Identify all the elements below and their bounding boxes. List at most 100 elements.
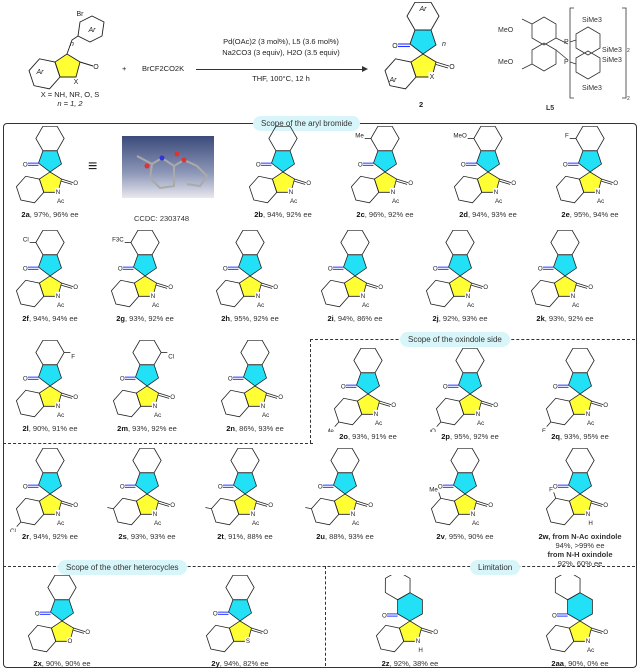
aryl-label: Ar (36, 69, 45, 76)
ketone-oxygen-label: O (553, 484, 558, 491)
compound-id: 2l (22, 424, 29, 433)
compound-id: 2v (436, 532, 445, 541)
ketone-oxygen-label: O (218, 484, 223, 491)
oxindole-ring (578, 171, 602, 193)
benzene-ring (35, 340, 65, 366)
benzene-ring (15, 497, 45, 526)
ligand-meo-bottom: MeO (498, 59, 514, 66)
benzene-ring (28, 58, 61, 90)
heteroatom-label: N (351, 511, 355, 518)
compound-yield-ee: , from N-Ac oxindole (548, 532, 622, 541)
benzene-ring (15, 175, 45, 204)
section-title-oxindole-side: Scope of the oxindole side (400, 332, 510, 347)
heteroatom-label: N (494, 189, 498, 196)
benzene-ring (350, 175, 380, 204)
lactam-oxygen-label: O (85, 629, 90, 636)
heteroatom-label: X (430, 74, 435, 81)
compound-extra-note: 94%, >99% ee (555, 541, 605, 550)
benzene-ring (445, 230, 475, 256)
substituent-label: F (549, 486, 553, 493)
benzene-ring (565, 348, 595, 374)
oxindole-ring (133, 275, 157, 297)
heteroatom-label: N (586, 638, 590, 645)
oxindole-ring (568, 393, 592, 415)
compound-label: 2c, 96%, 92% ee (335, 210, 435, 219)
indanone-ring (567, 592, 593, 622)
benzene-ring (375, 624, 405, 653)
benzene-ring (220, 389, 250, 418)
compound-id: 2d (459, 210, 468, 219)
benzene-ring (530, 279, 560, 308)
section-divider (3, 566, 635, 567)
heteroatom-label: N (256, 293, 260, 300)
ketone-oxygen-label: O (23, 162, 28, 169)
indanone-ring (233, 472, 257, 495)
ligand-subscript-top: 2 (627, 48, 630, 54)
oxindole-ring (228, 620, 252, 642)
benzene-ring (35, 230, 65, 256)
compound-yield-ee: , 93%, 91% ee (347, 432, 397, 441)
n-substituent-label: Ac (597, 198, 604, 205)
compound-label: 2z, 92%, 38% ee (360, 659, 460, 668)
compound-yield-ee: , 93%, 95% ee (559, 432, 609, 441)
n-substituent-label: H (418, 647, 422, 654)
oxindole-ring (243, 385, 267, 407)
compound-label: 2f, 94%, 94% ee (0, 314, 100, 323)
heteroatom-label: N (476, 411, 480, 418)
compound-yield-ee: , 90%, 90% ee (41, 659, 91, 668)
compound-id: 2b (254, 210, 263, 219)
compound-yield-ee: , 95%, 92% ee (229, 314, 279, 323)
n-substituent-label: Ac (257, 302, 264, 309)
compound-label: 2o, 93%, 91% ee (318, 432, 418, 441)
heteroatom-label: N (586, 411, 590, 418)
n-substituent-label: H (588, 520, 592, 527)
oxindole-ring (343, 275, 367, 297)
indanone-ring (409, 29, 437, 55)
equivalence-sign: ≡ (88, 158, 98, 175)
compound-2u: OONAcMeO2C2u, 88%, 93% ee (295, 448, 395, 541)
benzene-ring (340, 230, 370, 256)
benzene-ring (132, 340, 162, 366)
compound-structure: OOO (27, 575, 90, 653)
benzene-ring (112, 497, 142, 526)
indanone-ring (38, 472, 62, 495)
ketone-oxygen-label: O (256, 162, 261, 169)
indanone-ring (38, 254, 62, 277)
compound-yield-ee: , 94%, 92% ee (29, 532, 78, 541)
lactam-oxygen-label: O (73, 180, 78, 187)
substituent-label: MeO (453, 133, 467, 140)
indanone-ring (238, 254, 262, 277)
benzene-ring (248, 175, 278, 204)
conditions-base: Na2CO3 (3 equiv), H2O (3.5 equiv) (222, 48, 340, 57)
indanone-ring (135, 364, 159, 387)
compound-id: 2z (381, 659, 390, 668)
heteroatom-label: N (56, 293, 60, 300)
oxindole-ring (568, 620, 592, 642)
heteroatom-label: N (56, 511, 60, 518)
n-substituent-label: Ac (57, 412, 64, 419)
benzene-ring (453, 175, 483, 204)
substituent-label: Me (429, 486, 438, 493)
benzene-ring (205, 624, 235, 653)
oxindole-ring (233, 493, 257, 515)
section-title-limitation: Limitation (470, 560, 521, 575)
n-substituent-label: Ac (154, 520, 161, 527)
benzene-ring (320, 279, 350, 308)
bromo-label: Br (77, 11, 85, 18)
substituent-label: Me (355, 133, 364, 140)
benzene-ring (565, 448, 595, 474)
ketone-oxygen-label: O (120, 484, 125, 491)
heteroatom-label: N (586, 511, 590, 518)
